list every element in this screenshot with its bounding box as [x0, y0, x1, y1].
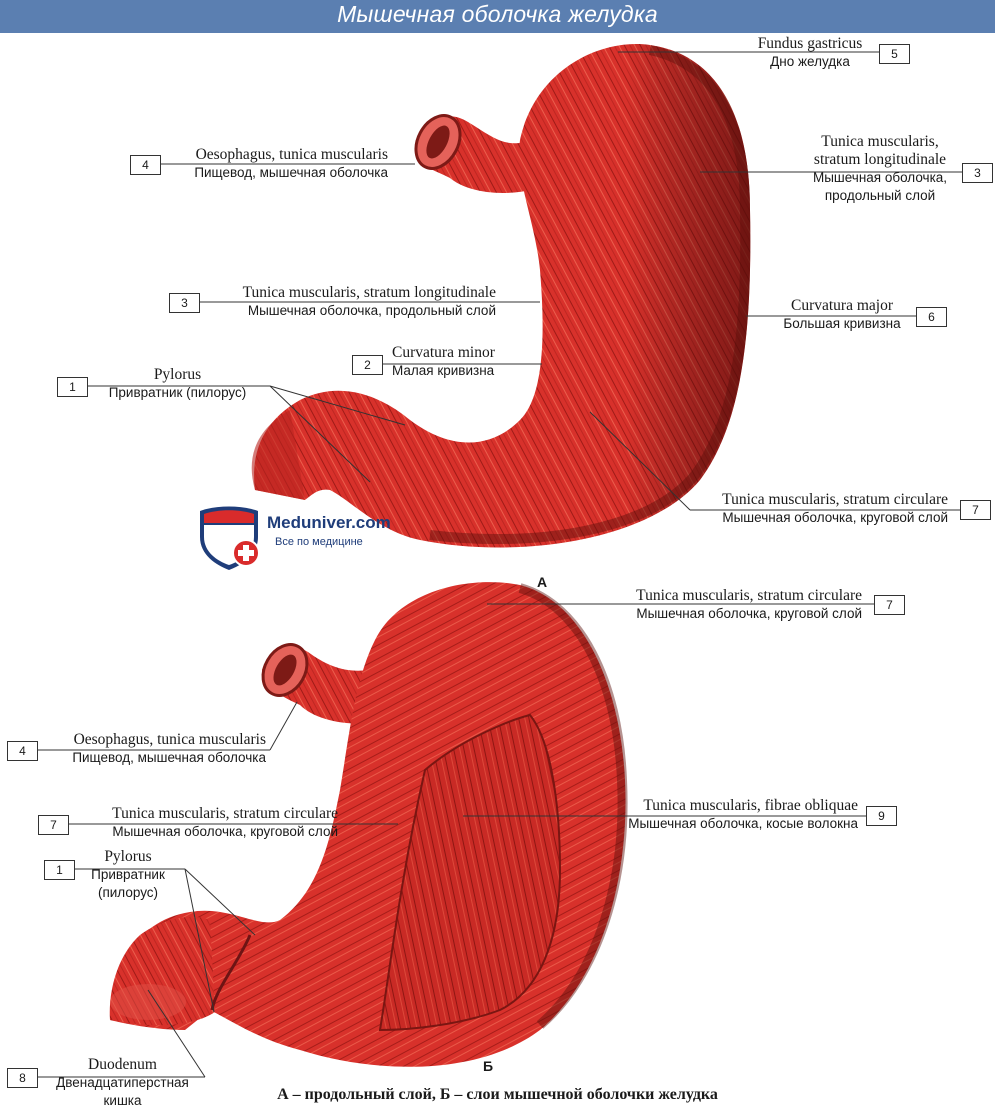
- callout-number: 5: [879, 44, 910, 64]
- callout-number: 7: [38, 815, 69, 835]
- callout-number: 3: [169, 293, 200, 313]
- label-curvatura-major: Curvatura major Большая кривизна: [783, 297, 901, 331]
- logo-brand: Meduniver.com: [267, 513, 391, 532]
- page-title: Мышечная оболочка желудка: [337, 1, 658, 27]
- label-oesophagus-b: Oesophagus, tunica muscularis Пищевод, м…: [72, 731, 266, 765]
- leader-lines-a: [85, 51, 963, 511]
- label-stratum-longitudinale-right: Tunica muscularis, stratum longitudinale…: [812, 133, 948, 203]
- title-bar: Мышечная оболочка желудка: [0, 0, 995, 33]
- meduniver-logo[interactable]: Meduniver.com Все по медицине: [196, 503, 406, 573]
- label-pylorus-a: Pylorus Привратник (пилорус): [108, 366, 247, 400]
- label-duodenum: Duodenum Двенадцатиперстная кишка: [56, 1056, 189, 1108]
- callout-number: 9: [866, 806, 897, 826]
- logo-tagline: Все по медицине: [275, 536, 363, 548]
- callout-number: 7: [874, 595, 905, 615]
- callout-number: 1: [57, 377, 88, 397]
- callout-number: 4: [130, 155, 161, 175]
- callout-number: 3: [962, 163, 993, 183]
- oblique-fibres-window: [378, 713, 562, 1032]
- panel-letter-a: А: [537, 574, 548, 590]
- shield-icon: [200, 506, 260, 570]
- callout-number: 1: [44, 860, 75, 880]
- label-stratum-longitudinale-left: Tunica muscularis, stratum longitudinale…: [242, 284, 496, 318]
- panel-letter-b: Б: [483, 1058, 494, 1074]
- figure-caption: А – продольный слой, Б – слои мышечной о…: [277, 1086, 718, 1103]
- label-stratum-circulare-b-left: Tunica muscularis, stratum circulare Мыш…: [112, 805, 338, 839]
- label-stratum-circulare-a: Tunica muscularis, stratum circulare Мыш…: [722, 491, 948, 525]
- leader-lines-b: [36, 603, 876, 1078]
- callout-number: 2: [352, 355, 383, 375]
- callout-number: 6: [916, 307, 947, 327]
- callout-number: 7: [960, 500, 991, 520]
- label-fundus-gastricus: Fundus gastricus Дно желудка: [757, 35, 863, 69]
- label-fibrae-obliquae: Tunica muscularis, fibrae obliquae Мышеч…: [628, 797, 858, 831]
- label-curvatura-minor: Curvatura minor Малая кривизна: [392, 344, 495, 378]
- callout-number: 4: [7, 741, 38, 761]
- callout-number: 8: [7, 1068, 38, 1088]
- label-oesophagus-a: Oesophagus, tunica muscularis Пищевод, м…: [194, 146, 388, 180]
- label-stratum-circulare-b-top: Tunica muscularis, stratum circulare Мыш…: [636, 587, 862, 621]
- stomach-a-figure: [251, 44, 751, 548]
- label-pylorus-b: Pylorus Привратник (пилорус): [91, 848, 165, 900]
